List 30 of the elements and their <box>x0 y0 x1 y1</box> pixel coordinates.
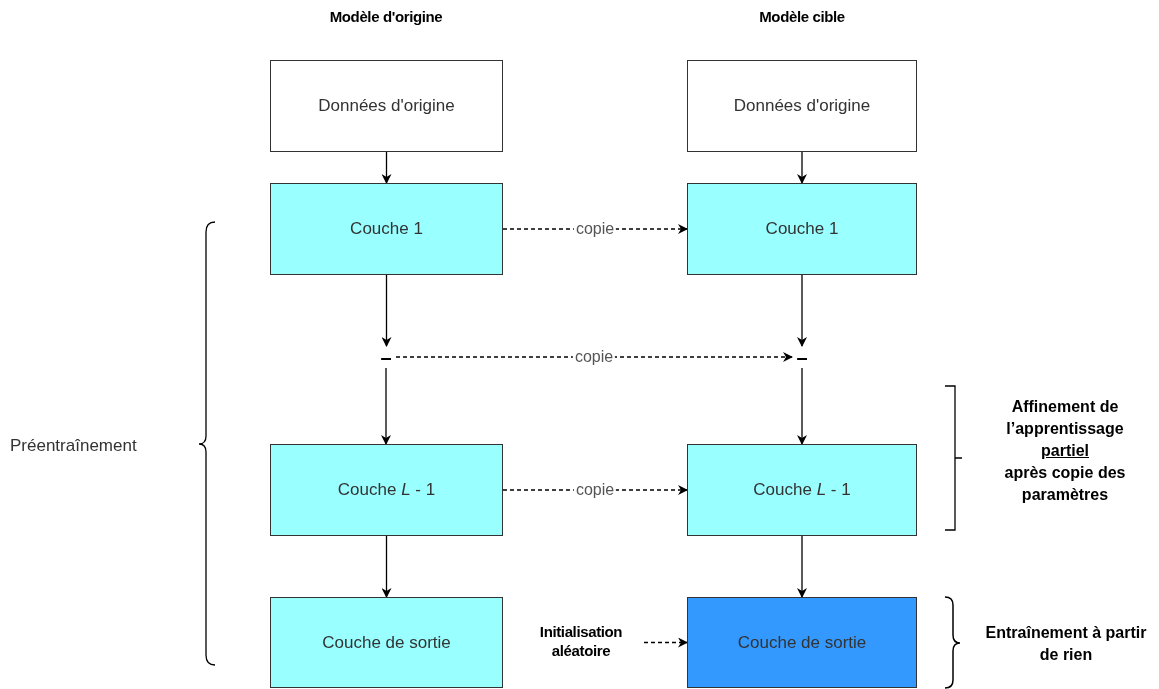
edge-label: copie <box>572 349 616 365</box>
arrow <box>797 535 807 598</box>
column-heading: Modèle cible <box>758 7 846 27</box>
bracket-label: Entraînement à partir de rien <box>984 623 1148 665</box>
arrow <box>381 151 392 184</box>
column-heading: Modèle d'origine <box>328 7 444 27</box>
arrow <box>381 274 392 347</box>
process-box: Données d'origine <box>687 60 917 152</box>
arrow <box>643 637 688 648</box>
bracket-label: après copie des paramètres <box>1003 463 1127 505</box>
arrow <box>797 274 807 347</box>
edge-label: copie <box>573 482 617 498</box>
arrow <box>797 367 807 445</box>
arrow <box>381 535 392 598</box>
process-box: Données d'origine <box>270 60 503 152</box>
layer-box: Couche L - 1 <box>687 444 917 536</box>
arrow <box>395 352 793 362</box>
text-note: Initialisation aléatoire <box>518 618 644 666</box>
layer-box: Couche 1 <box>687 183 917 275</box>
bracket-label: Préentraînement <box>10 435 137 457</box>
bracket-label: partiel <box>1041 441 1089 461</box>
ellipsis-dash: – <box>376 346 396 368</box>
ellipsis-dash: – <box>792 346 812 368</box>
arrow <box>797 151 807 184</box>
layer-box: Couche de sortie <box>687 597 917 688</box>
layer-box: Couche 1 <box>270 183 503 275</box>
layer-box: Couche L - 1 <box>270 444 503 536</box>
layer-box: Couche de sortie <box>270 597 503 688</box>
edge-label: copie <box>573 221 617 237</box>
arrow <box>381 367 391 445</box>
